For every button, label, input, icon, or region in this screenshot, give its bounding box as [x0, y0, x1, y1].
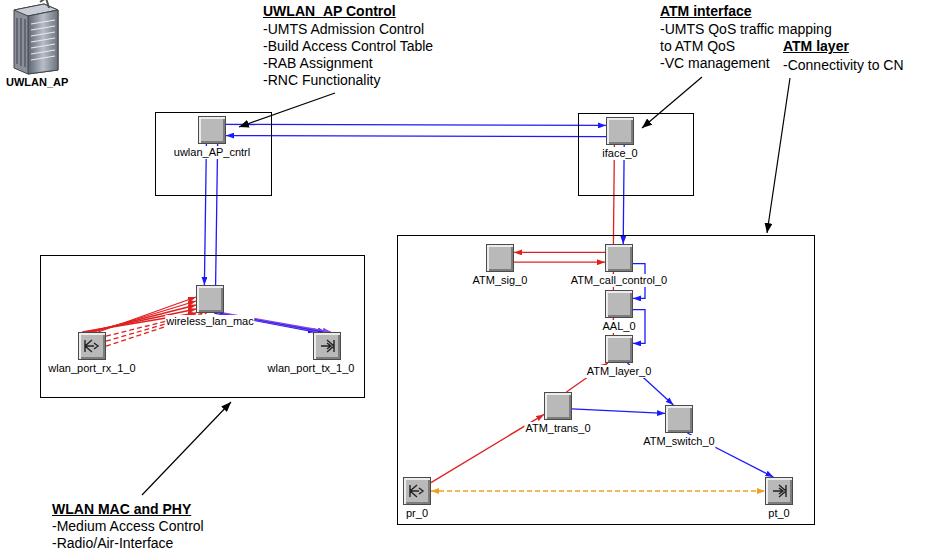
callout-bullet: -UMTS Admission Control [263, 21, 424, 38]
connector [572, 409, 665, 414]
callout-heading: WLAN MAC and PHY [52, 501, 191, 518]
process-module: ATM_trans_0 [544, 392, 572, 420]
receiver-symbol [82, 336, 102, 356]
leader-line [767, 78, 790, 233]
leader-line [239, 93, 335, 127]
module-label: ATM_sig_0 [472, 274, 529, 287]
module-group: ATM layer-Connectivity to CNATM_sig_0ATM… [397, 235, 815, 525]
module-label: uwlan_AP_cntrl [173, 146, 251, 159]
callout-bullet: -Medium Access Control [52, 518, 204, 535]
process-module: ATM_sig_0 [486, 244, 514, 272]
module-label: wlan_port_rx_1_0 [47, 362, 136, 375]
module-label: AAL_0 [601, 320, 636, 333]
icon-label: UWLAN_AP [6, 76, 68, 88]
transmitter-symbol [769, 481, 789, 501]
leader-line [642, 77, 702, 128]
callout-bullet: -Radio/Air-Interface [52, 535, 173, 552]
callout-bullet: -RAB Assignment [263, 55, 373, 72]
connector [431, 490, 765, 491]
module-label: wlan_port_tx_1_0 [267, 362, 356, 375]
module-label: iface_0 [601, 147, 638, 160]
module-label: ATM_call_control_0 [570, 274, 668, 287]
port-module: pr_0 [403, 477, 431, 505]
module-label: ATM_layer_0 [586, 365, 653, 378]
process-module: ATM_call_control_0 [605, 244, 633, 272]
callout-bullet: -Build Access Control Table [263, 38, 433, 55]
connector [226, 136, 606, 137]
process-module: wireless_lan_mac [196, 285, 224, 313]
process-module: iface_0 [606, 117, 634, 145]
access-point-icon [14, 0, 58, 74]
transmitter-symbol [317, 336, 337, 356]
connector [514, 252, 605, 253]
module-label: ATM_trans_0 [524, 422, 591, 435]
connector [226, 124, 606, 125]
port-module: wlan_port_rx_1_0 [78, 332, 106, 360]
module-label: ATM_switch_0 [642, 435, 715, 448]
port-module: wlan_port_tx_1_0 [313, 332, 341, 360]
module-label: pt_0 [767, 507, 790, 520]
process-module: AAL_0 [605, 290, 633, 318]
callout-heading: ATM layer [783, 38, 849, 55]
process-module: ATM_layer_0 [605, 335, 633, 363]
module-group: UWLAN_AP Control-UMTS Admission Control-… [155, 112, 272, 196]
module-label: wireless_lan_mac [165, 315, 254, 328]
receiver-symbol [407, 481, 427, 501]
callout-bullet: -Connectivity to CN [783, 57, 904, 74]
callout-bullet: -RNC Functionality [263, 72, 380, 89]
module-label: pr_0 [405, 507, 429, 520]
module-group: ATM interface-UMTS QoS traffic mapping t… [578, 113, 694, 196]
callout-heading: UWLAN_AP Control [263, 3, 396, 20]
process-module: uwlan_AP_cntrl [198, 116, 226, 144]
callout-heading: ATM interface [660, 3, 752, 20]
port-module: pt_0 [765, 477, 793, 505]
process-module: ATM_switch_0 [665, 405, 693, 433]
leader-line [142, 402, 231, 495]
callout-bullet: -VC management [660, 55, 770, 72]
connector [204, 144, 206, 285]
module-group: WLAN MAC and PHY-Medium Access Control-R… [40, 255, 365, 398]
connector [514, 262, 605, 263]
connector [216, 144, 218, 285]
